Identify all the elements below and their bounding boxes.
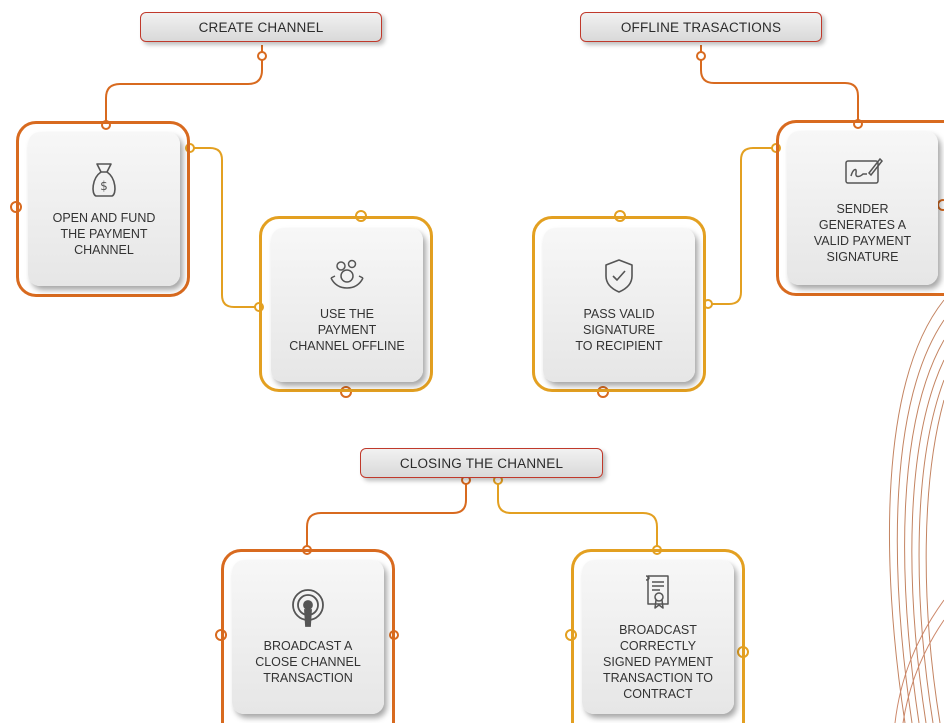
certificate-icon	[645, 575, 669, 609]
card-broadcast-signed: BROADCAST CORRECTLY SIGNED PAYMENT TRANS…	[582, 560, 734, 714]
card-label: USE THE PAYMENT CHANNEL OFFLINE	[289, 307, 405, 353]
card-open-and-fund: $ OPEN AND FUND THE PAYMENT CHANNEL	[28, 132, 180, 286]
section-closing-channel: CLOSING THE CHANNEL	[360, 448, 603, 478]
frame-pass-signature	[532, 216, 706, 392]
section-create-channel: CREATE CHANNEL	[140, 12, 382, 42]
card-use-offline: USE THE PAYMENT CHANNEL OFFLINE	[271, 228, 423, 382]
card-label: BROADCAST CORRECTLY SIGNED PAYMENT TRANS…	[603, 623, 713, 701]
money-bag-icon: $	[92, 163, 116, 197]
card-pass-signature: PASS VALID SIGNATURE TO RECIPIENT	[543, 228, 695, 382]
frame-broadcast-close	[221, 549, 395, 723]
decorative-swoosh	[889, 299, 944, 723]
section-offline-transactions: OFFLINE TRASACTIONS	[580, 12, 822, 42]
wire-closing-to-signed	[497, 482, 658, 549]
card-broadcast-close: BROADCAST A CLOSE CHANNEL TRANSACTION	[232, 560, 384, 714]
card-sender-generates: SENDER GENERATES A VALID PAYMENT SIGNATU…	[787, 131, 938, 285]
wire-offline-to-sender	[700, 45, 859, 120]
card-label: PASS VALID SIGNATURE TO RECIPIENT	[575, 307, 663, 353]
card-label: SENDER GENERATES A VALID PAYMENT SIGNATU…	[813, 202, 912, 264]
wire-create-to-open	[105, 45, 263, 122]
frame-use-offline	[259, 216, 433, 392]
card-label: OPEN AND FUND THE PAYMENT CHANNEL	[52, 211, 156, 257]
frame-open-fund	[16, 121, 190, 297]
frame-sender-generates	[776, 120, 944, 296]
broadcast-icon	[292, 589, 324, 627]
wire-sender-to-pass	[708, 147, 776, 305]
wire-open-to-use	[190, 147, 258, 308]
coins-hand-icon	[330, 259, 364, 289]
shield-check-icon	[605, 259, 633, 293]
card-label: BROADCAST A CLOSE CHANNEL TRANSACTION	[255, 639, 361, 685]
svg-text:$: $	[100, 179, 108, 193]
signature-pad-icon	[844, 157, 883, 184]
wire-closing-to-close	[306, 482, 467, 549]
frame-broadcast-signed	[571, 549, 745, 723]
